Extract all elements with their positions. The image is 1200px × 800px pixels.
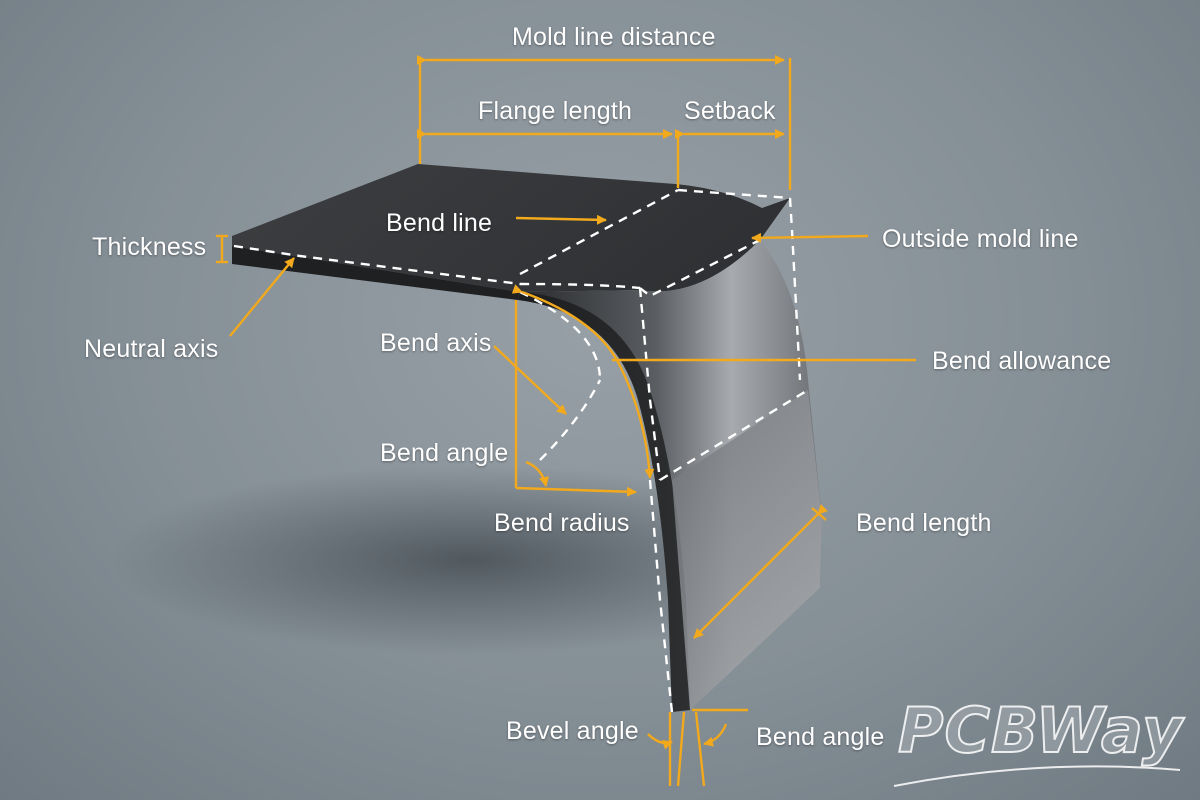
neutral-axis-line bbox=[233, 244, 521, 286]
label-bevel-angle: Bevel angle bbox=[506, 717, 639, 745]
annotations bbox=[216, 55, 916, 787]
bevel-angle-arc bbox=[647, 733, 673, 750]
bend-axis-arrow bbox=[493, 345, 567, 415]
bevel-vertical-mid bbox=[676, 711, 686, 787]
flange-bend-line bbox=[519, 188, 679, 276]
label-bend-allowance: Bend allowance bbox=[932, 347, 1112, 375]
label-thickness: Thickness bbox=[92, 233, 207, 261]
pcbway-logo: PCBWay bbox=[897, 694, 1184, 767]
bend-line-arrow bbox=[515, 214, 607, 225]
label-bend-angle-left: Bend angle bbox=[380, 439, 509, 467]
label-neutral-axis: Neutral axis bbox=[84, 335, 219, 363]
label-outside-mold-line: Outside mold line bbox=[882, 225, 1079, 253]
label-bend-length: Bend length bbox=[856, 509, 992, 537]
bevel-slant bbox=[694, 711, 706, 787]
label-bend-radius: Bend radius bbox=[494, 509, 630, 537]
neutral-axis-arrow bbox=[229, 257, 295, 337]
flange-top-surface bbox=[232, 164, 790, 292]
label-flange-length: Flange length bbox=[478, 97, 633, 125]
flange-edge bbox=[232, 236, 520, 300]
outside-mold-right bbox=[788, 197, 802, 381]
inner-vertical-dashed bbox=[648, 479, 674, 713]
label-bend-angle-bottom: Bend angle bbox=[756, 723, 885, 751]
label-mold-line-distance: Mold line distance bbox=[512, 23, 716, 51]
label-bend-line: Bend line bbox=[386, 209, 493, 237]
outside-mold-top bbox=[677, 188, 791, 200]
leg-bend-line bbox=[659, 388, 809, 482]
bend-angle-bottom-arc bbox=[703, 723, 728, 747]
label-bend-axis: Bend axis bbox=[380, 329, 492, 357]
bend-radius-arrow bbox=[515, 486, 637, 497]
outside-mold-line-arrow bbox=[751, 232, 869, 243]
floor-shadow bbox=[110, 465, 830, 655]
label-setback: Setback bbox=[684, 97, 776, 125]
bend-length-arrow bbox=[693, 504, 828, 639]
bend-angle-left-arc bbox=[525, 460, 549, 487]
bend-allowance-arc bbox=[511, 284, 655, 479]
